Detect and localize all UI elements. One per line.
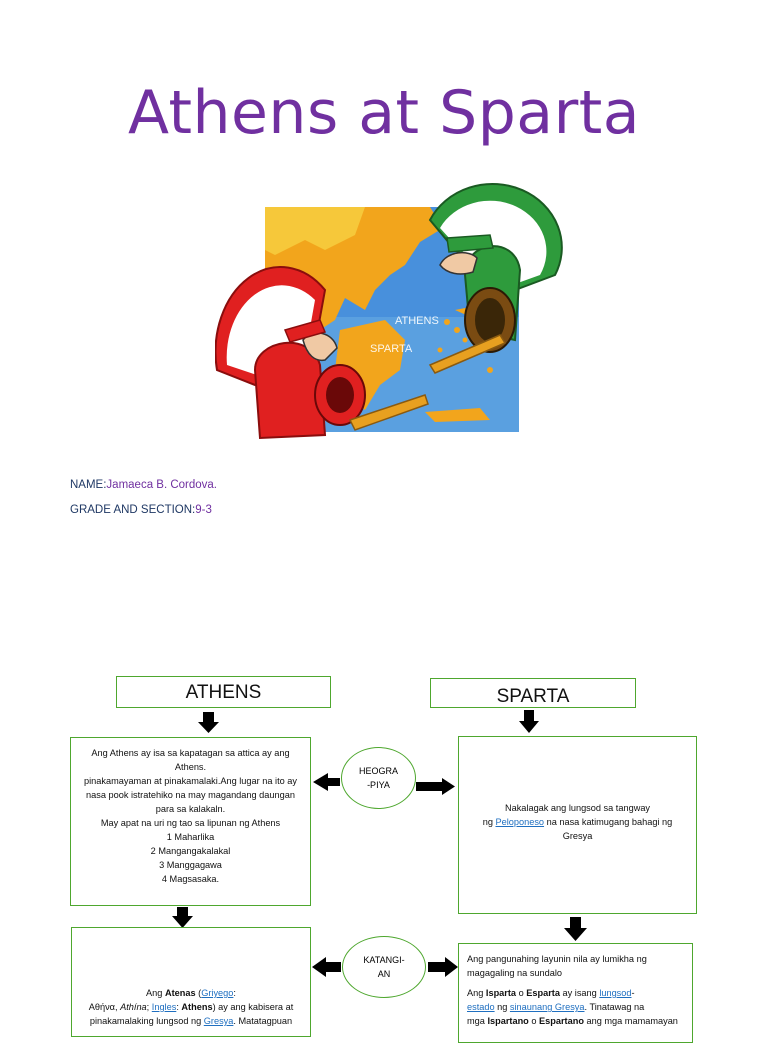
grade-section-line: GRADE AND SECTION:9-3 xyxy=(70,504,212,516)
athens-geo-line: nasa pook istratehiko na may magandang d… xyxy=(86,790,295,800)
text-span: ( xyxy=(195,988,202,998)
sparta-geo-line: ng Peloponeso na nasa katimugang bahagi … xyxy=(459,815,696,829)
sparta-header: SPARTA xyxy=(430,678,636,708)
oval-line: HEOGRA xyxy=(358,766,398,776)
sparta-geography-box: Nakalagak ang lungsod sa tangway ng Pelo… xyxy=(458,736,697,914)
estado-link[interactable]: estado xyxy=(467,1002,495,1012)
lungsod-link[interactable]: lungsod xyxy=(599,988,632,998)
text-bold: Atenas xyxy=(164,988,196,998)
athens-geo-line: 2 Mangangakalakal xyxy=(150,846,231,856)
text-span: o xyxy=(516,988,527,998)
sparta-characteristics-box: Ang pangunahing layunin nila ay lumikha … xyxy=(458,943,693,1043)
text-span: Ang xyxy=(146,988,165,998)
griyego-link[interactable]: Griyego xyxy=(201,988,234,998)
text-bold: Espartano xyxy=(539,1016,584,1026)
map-label-athens: ATHENS xyxy=(395,315,439,327)
arrow-down-athens-2 xyxy=(172,907,193,928)
heograpiya-oval: HEOGRA -PIYA xyxy=(341,747,416,809)
athens-geo-line: May apat na uri ng tao sa lipunan ng Ath… xyxy=(100,818,281,828)
oval-line: -PIYA xyxy=(367,780,390,790)
athens-geo-line: 1 Maharlika xyxy=(166,832,215,842)
sinaunang-gresya-link[interactable]: sinaunang Gresya xyxy=(509,1002,585,1012)
text-span: Αθήνα xyxy=(88,1002,115,1012)
arrow-right-geo xyxy=(416,778,455,795)
sparta-char-line: estado ng sinaunang Gresya. Tinatawag na xyxy=(467,1000,692,1014)
text-span: mga xyxy=(467,1016,488,1026)
athens-geo-line: 3 Manggagawa xyxy=(159,860,222,870)
athens-char-line: Αθήνα, Athína; Ingles: Athens) ay ang ka… xyxy=(72,1000,310,1014)
name-label: NAME: xyxy=(70,479,107,491)
ingles-link[interactable]: Ingles xyxy=(151,1002,177,1012)
sparta-geo-line: Gresya xyxy=(562,831,593,841)
arrow-down-athens-1 xyxy=(198,712,219,733)
athens-char-line: Ang Atenas (Griyego: xyxy=(72,986,310,1000)
athens-characteristics-box: Ang Atenas (Griyego: Αθήνα, Athína; Ingl… xyxy=(71,927,311,1037)
athens-geo-line: Athens. xyxy=(174,762,207,772)
text-span: . Tinatawag na xyxy=(584,1002,645,1012)
text-bold: Athens xyxy=(181,1002,213,1012)
sparta-char-line: magagaling na sundalo xyxy=(467,968,563,978)
text-span: pinakamalaking lungsod ng xyxy=(89,1016,204,1026)
athens-sparta-illustration: ATHENS SPARTA xyxy=(215,183,563,440)
text-span: ng xyxy=(494,1002,510,1012)
map-label-sparta: SPARTA xyxy=(370,343,413,355)
arrow-down-sparta-1 xyxy=(519,710,539,733)
arrow-left-char xyxy=(312,957,341,977)
arrow-right-char xyxy=(428,957,458,977)
document-title: Athens at Sparta xyxy=(127,78,641,148)
text-span: ay isang xyxy=(559,988,600,998)
text-span: ) ay ang kabisera at xyxy=(212,1002,294,1012)
green-warrior xyxy=(428,183,563,374)
athens-geo-line: 4 Magsasaka. xyxy=(161,874,220,884)
text-span: - xyxy=(631,988,635,998)
text-span: ng xyxy=(482,817,496,827)
section-label: GRADE AND SECTION: xyxy=(70,504,196,516)
athens-geography-box: Ang Athens ay isa sa kapatagan sa attica… xyxy=(70,737,311,906)
text-bold: Ispartano xyxy=(487,1016,529,1026)
arrow-down-sparta-2 xyxy=(564,917,587,941)
sparta-geo-line: Nakalagak ang lungsod sa tangway xyxy=(504,803,651,813)
red-warrior xyxy=(215,266,429,440)
katangian-oval: KATANGI- AN xyxy=(342,936,426,998)
text-span: : xyxy=(233,988,236,998)
sparta-char-line: mga Ispartano o Espartano ang mga mamama… xyxy=(467,1014,692,1028)
athens-geo-line: Ang Athens ay isa sa kapatagan sa attica… xyxy=(91,748,290,758)
text-span: : xyxy=(176,1002,182,1012)
text-span: na nasa katimugang bahagi ng xyxy=(544,817,673,827)
name-value: Jamaeca B. Cordova. xyxy=(106,479,218,491)
text-span: o xyxy=(528,1016,540,1026)
gresya-link[interactable]: Gresya xyxy=(203,1016,234,1026)
athens-geo-line: para sa kalakaln. xyxy=(155,804,226,814)
text-span: ang mga mamamayan xyxy=(583,1016,678,1026)
sparta-char-line: Ang Isparta o Esparta ay isang lungsod- xyxy=(467,986,692,1000)
text-span: ; xyxy=(146,1002,152,1012)
oval-line: KATANGI- xyxy=(363,955,405,965)
sparta-char-line: Ang pangunahing layunin nila ay lumikha … xyxy=(467,954,647,964)
oval-line: AN xyxy=(377,969,391,979)
section-value: 9-3 xyxy=(195,504,212,516)
text-bold: Esparta xyxy=(526,988,560,998)
athens-char-line: pinakamalaking lungsod ng Gresya. Matata… xyxy=(72,1014,310,1028)
peloponeso-link[interactable]: Peloponeso xyxy=(495,817,545,827)
athens-header: ATHENS xyxy=(116,676,331,708)
student-name-line: NAME:Jamaeca B. Cordova. xyxy=(70,479,217,491)
text-bold: Isparta xyxy=(485,988,517,998)
athens-geo-line: pinakamayaman at pinakamalaki.Ang lugar … xyxy=(84,776,297,786)
text-span: , xyxy=(115,1002,121,1012)
arrow-left-geo xyxy=(313,773,340,791)
text-span: . Matatagpuan xyxy=(233,1016,293,1026)
text-span: Ang xyxy=(467,988,486,998)
text-italic: Athína xyxy=(120,1002,147,1012)
